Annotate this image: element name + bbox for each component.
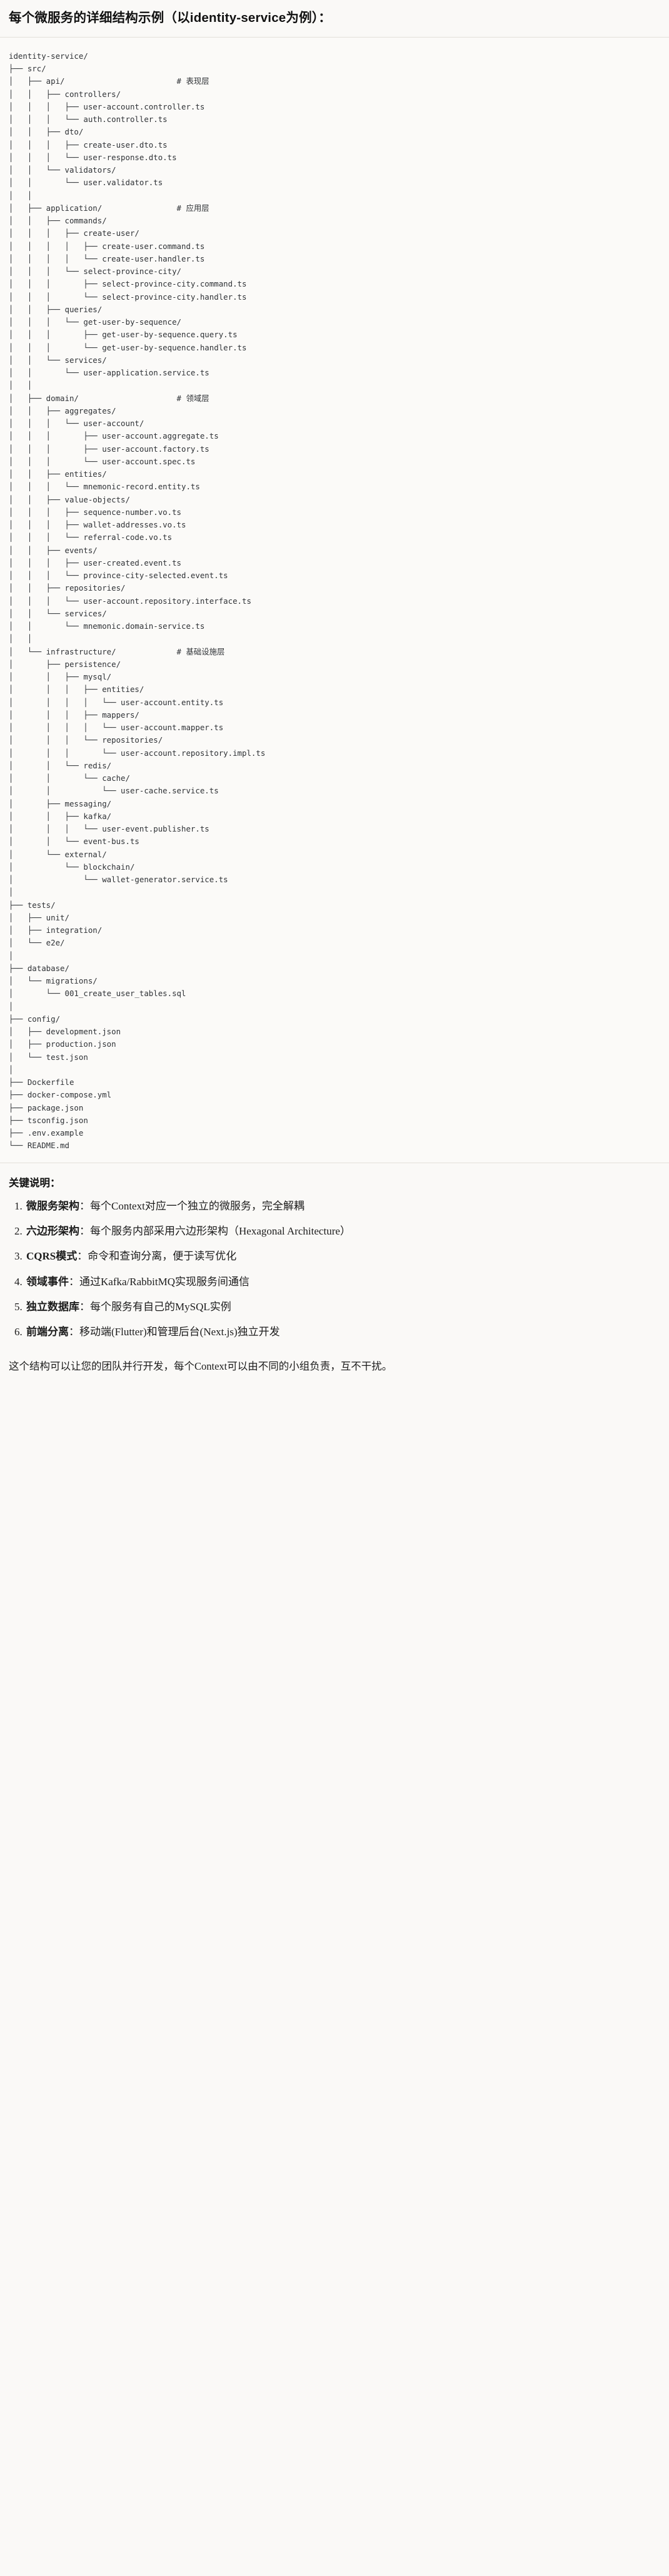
directory-tree: identity-service/ ├── src/ │ ├── api/ # … <box>9 51 266 1151</box>
keypoints-section: 关键说明： 微服务架构：每个Context对应一个独立的微服务，完全解耦 六边形… <box>0 1163 669 1352</box>
closing-paragraph: 这个结构可以让您的团队并行开发，每个Context可以由不同的小组负责，互不干扰… <box>9 1360 393 1372</box>
keypoints-heading: 关键说明： <box>9 1177 61 1189</box>
list-item: 前端分离：移动端(Flutter)和管理后台(Next.js)独立开发 <box>25 1324 660 1340</box>
document-page: 每个微服务的详细结构示例（以identity-service为例）： ident… <box>0 0 669 1388</box>
directory-tree-block: identity-service/ ├── src/ │ ├── api/ # … <box>0 37 669 1163</box>
list-item: CQRS模式：命令和查询分离，便于读写优化 <box>25 1248 660 1265</box>
keypoint-separator: ： <box>79 1300 90 1313</box>
keypoint-description: 每个Context对应一个独立的微服务，完全解耦 <box>90 1199 304 1212</box>
keypoint-description: 每个服务内部采用六边形架构（Hexagonal Architecture） <box>90 1224 351 1237</box>
keypoint-term: 独立数据库 <box>26 1300 79 1313</box>
keypoint-separator: ： <box>79 1224 90 1237</box>
keypoint-term: CQRS模式 <box>26 1250 78 1263</box>
keypoint-term: 六边形架构 <box>26 1224 79 1237</box>
keypoint-term: 领域事件 <box>26 1275 69 1288</box>
keypoint-separator: ： <box>77 1250 88 1263</box>
page-title: 每个微服务的详细结构示例（以identity-service为例）： <box>9 11 331 25</box>
keypoint-description: 命令和查询分离，便于读写优化 <box>88 1250 237 1263</box>
keypoint-description: 通过Kafka/RabbitMQ实现服务间通信 <box>79 1275 249 1288</box>
list-item: 独立数据库：每个服务有自己的MySQL实例 <box>25 1299 660 1315</box>
keypoint-separator: ： <box>69 1326 79 1338</box>
list-item: 六边形架构：每个服务内部采用六边形架构（Hexagonal Architectu… <box>25 1223 660 1240</box>
keypoint-separator: ： <box>69 1275 79 1288</box>
keypoint-term: 微服务架构 <box>26 1199 79 1212</box>
title-divider <box>0 36 669 38</box>
keypoint-term: 前端分离 <box>26 1326 69 1338</box>
keypoint-description: 每个服务有自己的MySQL实例 <box>90 1300 231 1313</box>
keypoint-description: 移动端(Flutter)和管理后台(Next.js)独立开发 <box>79 1326 280 1338</box>
keypoint-separator: ： <box>79 1199 90 1212</box>
keypoints-list: 微服务架构：每个Context对应一个独立的微服务，完全解耦 六边形架构：每个服… <box>9 1198 660 1341</box>
list-item: 领域事件：通过Kafka/RabbitMQ实现服务间通信 <box>25 1274 660 1290</box>
list-item: 微服务架构：每个Context对应一个独立的微服务，完全解耦 <box>25 1198 660 1214</box>
